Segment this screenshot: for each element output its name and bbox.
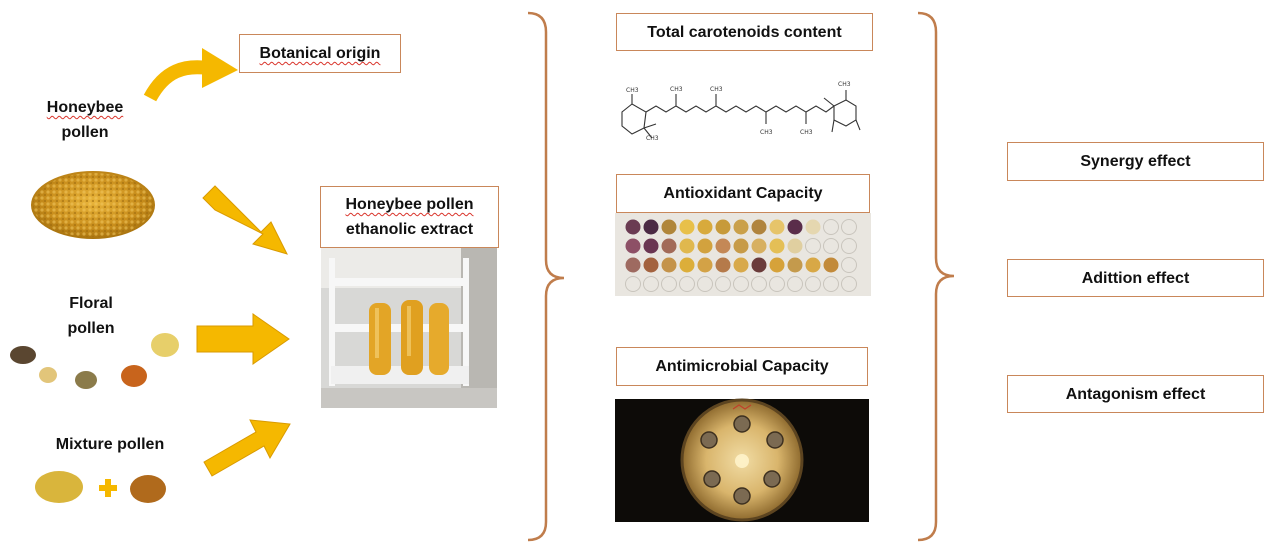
antioxidant-box: Antioxidant Capacity bbox=[616, 174, 870, 213]
floral-pollen-label-line1: Floral bbox=[69, 295, 113, 312]
arrow-honeybee-to-extract bbox=[202, 185, 288, 255]
honeybee-pollen-label: Honeybee pollen bbox=[30, 95, 140, 145]
antagonism-effect-box: Antagonism effect bbox=[1007, 375, 1264, 413]
honeybee-pollen-label-line1: Honeybee bbox=[46, 99, 124, 116]
botanical-origin-label: Botanical origin bbox=[259, 45, 381, 62]
svg-text:CH3: CH3 bbox=[760, 129, 773, 136]
curved-arrow bbox=[143, 48, 238, 102]
svg-text:CH3: CH3 bbox=[626, 87, 639, 94]
carotenoids-box: Total carotenoids content bbox=[616, 13, 873, 51]
right-bracket bbox=[917, 11, 955, 542]
arrow-floral-to-extract bbox=[196, 313, 290, 365]
svg-text:CH3: CH3 bbox=[800, 129, 813, 136]
svg-text:CH3: CH3 bbox=[838, 81, 851, 88]
floral-pollen-label-line2: pollen bbox=[67, 320, 115, 337]
petri-dish-photo bbox=[615, 398, 869, 522]
extract-box: Honeybee pollen ethanolic extract bbox=[320, 186, 499, 248]
svg-text:CH3: CH3 bbox=[670, 86, 683, 93]
synergy-effect-box: Synergy effect bbox=[1007, 142, 1264, 181]
left-bracket bbox=[527, 11, 565, 542]
honeybee-pollen-label-line2: pollen bbox=[61, 124, 109, 141]
botanical-origin-box: Botanical origin bbox=[239, 34, 401, 73]
floral-pollen-image bbox=[10, 333, 179, 389]
arrow-mixture-to-extract bbox=[203, 419, 291, 477]
microplate-photo bbox=[615, 213, 871, 296]
mixture-pollen-label: Mixture pollen bbox=[55, 436, 165, 453]
mixture-pollen-image bbox=[35, 471, 166, 503]
svg-text:CH3: CH3 bbox=[646, 135, 659, 142]
svg-text:CH3: CH3 bbox=[710, 86, 723, 93]
addition-effect-box: Adittion effect bbox=[1007, 259, 1264, 297]
test-tubes-photo bbox=[321, 248, 497, 408]
honeybee-pollen-image bbox=[31, 171, 155, 239]
extract-label-line1: Honeybee pollen bbox=[345, 196, 474, 213]
antimicrobial-box: Antimicrobial Capacity bbox=[616, 347, 868, 386]
extract-label-line2: ethanolic extract bbox=[345, 221, 474, 238]
floral-pollen-label: Floral pollen bbox=[36, 291, 146, 341]
